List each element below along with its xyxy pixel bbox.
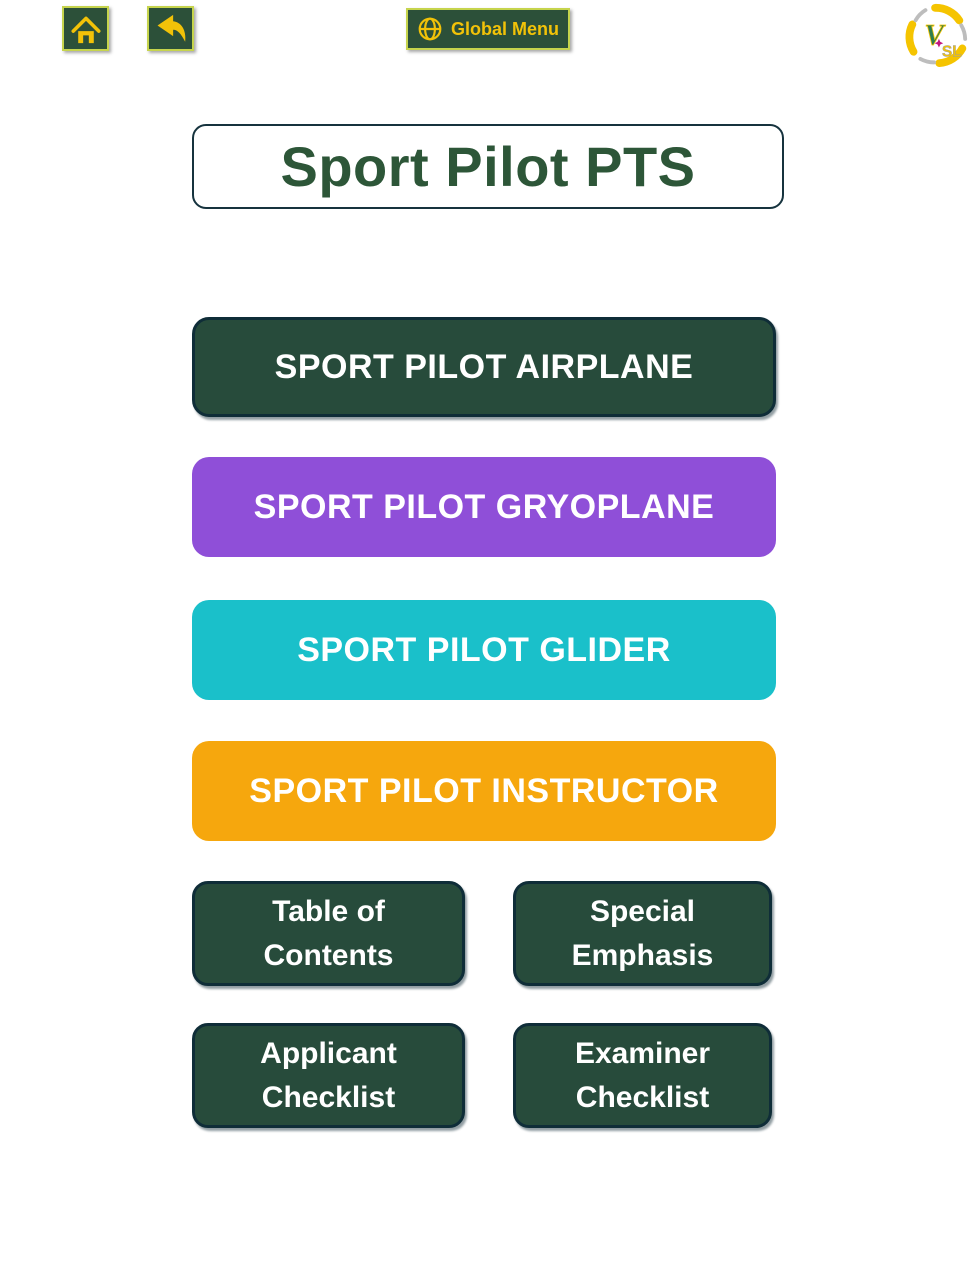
table-of-contents-button[interactable]: Table of Contents xyxy=(192,881,465,986)
home-icon xyxy=(70,16,101,43)
sport-pilot-airplane-button[interactable]: SPORT PILOT AIRPLANE xyxy=(192,317,776,417)
global-menu-button[interactable]: Global Menu xyxy=(406,8,570,50)
special-emphasis-button[interactable]: Special Emphasis xyxy=(513,881,772,986)
back-button[interactable] xyxy=(147,6,194,51)
vsl-logo-icon: V SL xyxy=(905,3,968,68)
examiner-checklist-button[interactable]: Examiner Checklist xyxy=(513,1023,772,1128)
sport-pilot-gyroplane-button[interactable]: SPORT PILOT GRYOPLANE xyxy=(192,457,776,557)
home-button[interactable] xyxy=(62,6,109,51)
sport-pilot-instructor-button[interactable]: SPORT PILOT INSTRUCTOR xyxy=(192,741,776,841)
app-logo: V SL xyxy=(903,2,971,70)
globe-icon xyxy=(418,17,442,41)
logo-sl-text: SL xyxy=(942,43,962,60)
applicant-checklist-button[interactable]: Applicant Checklist xyxy=(192,1023,465,1128)
back-arrow-icon xyxy=(157,14,185,42)
global-menu-label: Global Menu xyxy=(451,18,559,39)
title-box: Sport Pilot PTS xyxy=(192,124,784,209)
page-title: Sport Pilot PTS xyxy=(280,135,696,198)
sport-pilot-glider-button[interactable]: SPORT PILOT GLIDER xyxy=(192,600,776,700)
